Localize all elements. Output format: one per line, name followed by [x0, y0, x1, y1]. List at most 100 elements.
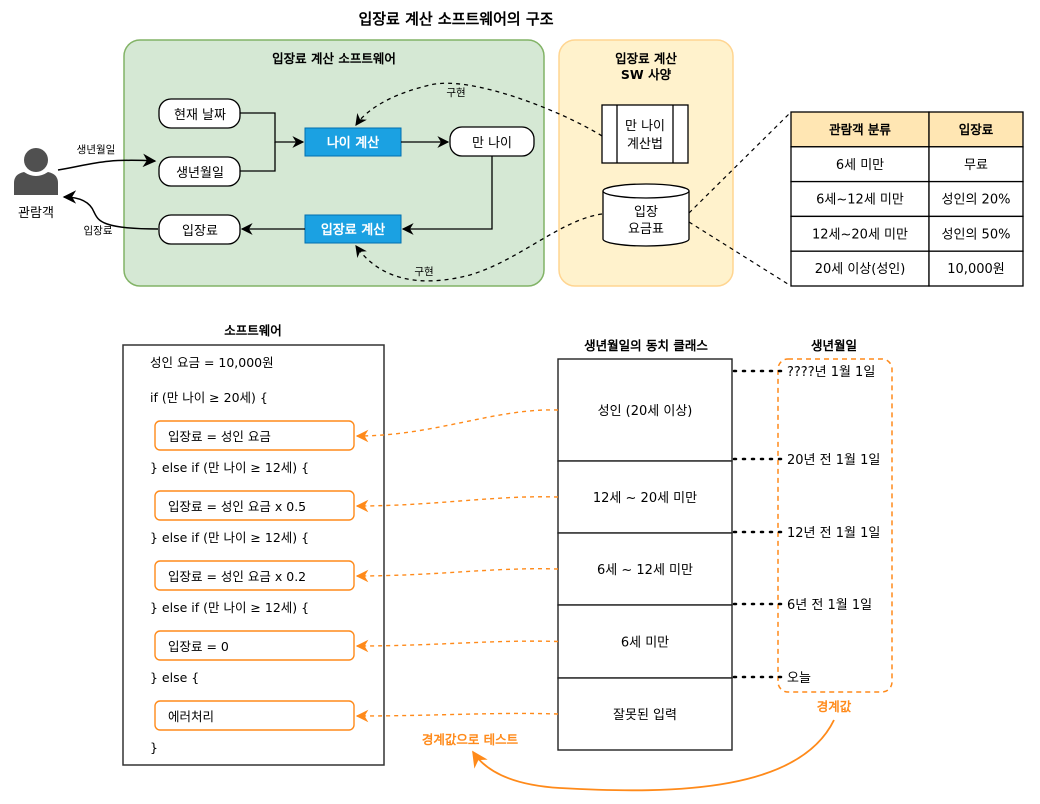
code-line: } else if (만 나이 ≥ 12세) { — [150, 530, 309, 545]
fee-output-arrow — [62, 190, 159, 230]
node-birthdate: 생년월일 — [158, 156, 241, 187]
fee-table-header-cell: 입장료 — [959, 122, 994, 137]
birthdate-input-arrow — [57, 153, 157, 171]
equivalence-class: 잘못된 입력 — [557, 677, 733, 751]
svg-text:만 나이: 만 나이 — [472, 136, 512, 151]
test-label: 경계값으로 테스트 — [422, 732, 519, 747]
node-full-age: 만 나이 — [449, 126, 535, 157]
equivalence-class: 6세 미만 — [557, 604, 733, 679]
code-line: } — [150, 740, 158, 755]
code-line: } else if (만 나이 ≥ 12세) { — [150, 600, 309, 615]
fee-table-header-cell: 관람객 분류 — [829, 122, 891, 137]
equivalence-class: 12세 ~ 20세 미만 — [557, 460, 733, 534]
fee-table-row: 6세~12세 미만 성인의 20% — [790, 180, 1024, 218]
svg-text:입장: 입장 — [634, 205, 658, 220]
svg-text:6년 전 1월 1일: 6년 전 1월 1일 — [787, 598, 872, 613]
boundary-values: ????년 1월 1일 20년 전 1월 1일 12년 전 1월 1일 6년 전 1월… — [732, 365, 880, 686]
svg-text:계산법: 계산법 — [627, 137, 663, 152]
code-statement: 입장료 = 0 — [168, 639, 229, 654]
spec-fee-table-cylinder: 입장 요금표 — [602, 183, 690, 247]
node-fee: 입장료 — [158, 214, 241, 245]
implements-label-top: 구현 — [446, 87, 465, 99]
test-arrow — [472, 719, 835, 792]
class-to-code-links — [355, 409, 559, 723]
svg-text:성인 (20세 이상): 성인 (20세 이상) — [598, 404, 693, 419]
implements-arrow-bottom — [355, 213, 603, 282]
fee-table-cell: 20세 이상(성인) — [815, 262, 906, 277]
boundary-group — [777, 358, 893, 693]
boundary-value: 12년 전 1월 1일 — [732, 526, 880, 541]
process-age-calc: 나이 계산 — [304, 127, 402, 157]
svg-text:6세 미만: 6세 미만 — [621, 636, 669, 651]
process-fee-calc: 입장료 계산 — [304, 214, 402, 244]
node-current-date: 현재 날짜 — [158, 98, 241, 129]
svg-text:생년월일: 생년월일 — [176, 166, 224, 181]
boundary-group-label: 경계값 — [817, 699, 852, 714]
svg-text:만 나이: 만 나이 — [625, 119, 665, 134]
class-link-arrow — [355, 639, 559, 653]
class-link-arrow — [355, 709, 559, 723]
code-statement: 입장료 = 성인 요금 — [168, 429, 271, 444]
actor-output-label: 입장료 — [84, 224, 113, 237]
svg-text:현재 날짜: 현재 날짜 — [174, 108, 226, 123]
fee-table-cell: 10,000원 — [947, 262, 1004, 277]
software-code-box — [122, 344, 385, 766]
implements-label-bottom: 구현 — [414, 266, 433, 278]
code-statement-box — [154, 490, 355, 521]
equivalence-class: 성인 (20세 이상) — [557, 358, 733, 462]
svg-text:나이 계산: 나이 계산 — [327, 135, 379, 151]
diagram-title: 입장료 계산 소프트웨어의 구조 — [358, 10, 553, 28]
code-statement-box — [154, 420, 355, 451]
code-statement-box — [154, 700, 355, 731]
software-code-title: 소프트웨어 — [224, 323, 282, 338]
software-group-title: 입장료 계산 소프트웨어 — [272, 51, 396, 66]
fee-table-row: 20세 이상(성인) 10,000원 — [790, 250, 1024, 287]
actor-label: 관람객 — [18, 206, 54, 221]
fee-table-cell: 6세 미만 — [836, 158, 884, 173]
fee-table-cell: 12세~20세 미만 — [812, 227, 908, 242]
code-line: } else { — [150, 670, 199, 685]
spec-age-method: 만 나이 계산법 — [601, 104, 689, 164]
code-line: } else if (만 나이 ≥ 12세) { — [150, 460, 309, 475]
code-statement-box — [154, 560, 355, 591]
code-statement: 에러처리 — [168, 709, 214, 724]
fee-table-cell: 성인의 20% — [942, 193, 1011, 208]
birthdate-connector — [240, 142, 276, 172]
equivalence-class: 6세 ~ 12세 미만 — [557, 532, 733, 606]
fee-table: 관람객 분류 입장료 6세 미만 무료 6세~12세 미만 성인의 20% 12세~20세 … — [790, 111, 1024, 287]
svg-text:요금표: 요금표 — [628, 222, 664, 237]
actor-input-label: 생년월일 — [77, 143, 116, 156]
code-statement: 입장료 = 성인 요금 x 0.5 — [168, 499, 306, 514]
spec-group-title-line1: 입장료 계산 — [615, 51, 677, 66]
equivalence-classes: 성인 (20세 이상) 12세 ~ 20세 미만 6세 ~ 12세 미만 6세 미만잘… — [557, 358, 733, 751]
class-link-arrow — [355, 496, 559, 513]
svg-text:20년 전 1월 1일: 20년 전 1월 1일 — [787, 453, 880, 468]
svg-text:입장료: 입장료 — [182, 224, 218, 239]
class-link-arrow — [355, 568, 559, 583]
svg-text:입장료 계산: 입장료 계산 — [321, 222, 385, 238]
svg-text:잘못된 입력: 잘못된 입력 — [613, 708, 677, 723]
code-statement-box — [154, 630, 355, 661]
code-statement: 입장료 = 성인 요금 x 0.2 — [168, 569, 306, 584]
class-link-arrow — [355, 409, 559, 443]
svg-text:6세 ~ 12세 미만: 6세 ~ 12세 미만 — [597, 563, 693, 578]
full-age-to-fee-calc — [401, 156, 493, 235]
fee-table-row: 6세 미만 무료 — [790, 146, 1024, 183]
fee-table-cell: 무료 — [964, 158, 988, 173]
svg-text:12년 전 1월 1일: 12년 전 1월 1일 — [787, 526, 880, 541]
actor-icon — [14, 148, 58, 195]
boundary-value: 6년 전 1월 1일 — [732, 598, 872, 613]
boundary-value: 20년 전 1월 1일 — [732, 453, 880, 468]
svg-text:12세 ~ 20세 미만: 12세 ~ 20세 미만 — [593, 491, 697, 506]
spec-group-title-line2: SW 사양 — [621, 67, 672, 82]
boundary-value: ????년 1월 1일 — [732, 365, 875, 380]
svg-text:오늘: 오늘 — [787, 671, 811, 686]
birthdate-title: 생년월일 — [811, 338, 857, 353]
equivalence-title: 생년월일의 동치 클래스 — [584, 338, 708, 353]
svg-text:????년 1월 1일: ????년 1월 1일 — [787, 365, 875, 380]
code-line: if (만 나이 ≥ 20세) { — [150, 390, 268, 405]
fee-table-cell: 6세~12세 미만 — [816, 193, 904, 208]
